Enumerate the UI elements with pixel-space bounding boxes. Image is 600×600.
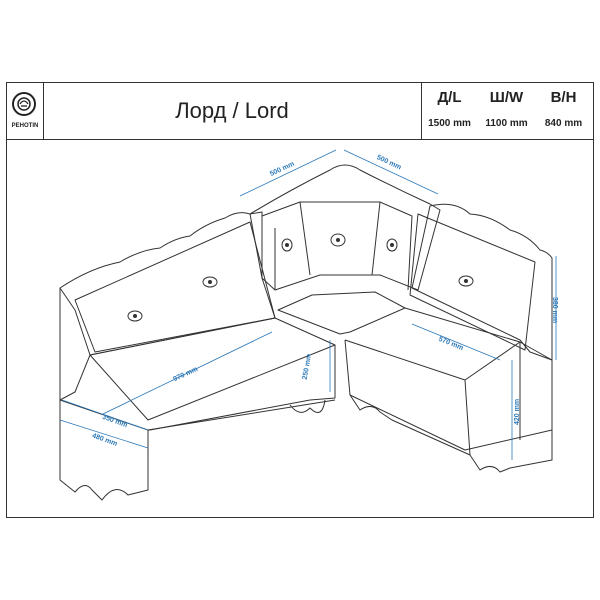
dimension-length: Д/L 1500 mm [421,83,478,139]
left-backrest-inner [74,221,276,353]
dim-seat-long: 970 mm [172,366,199,383]
corner-panels [261,201,413,291]
dim-back-height: 380 mm [551,297,558,323]
left-seat-lid [89,344,336,421]
dimension-height: В/H 840 mm [535,83,592,139]
dim-seat-short: 570 mm [437,336,464,352]
right-seat-lid [344,339,521,381]
left-seat-box [59,288,336,501]
dimension-width-value: 1100 mm [485,118,528,129]
right-backrest [411,203,553,361]
dim-top-right-width: 500 mm [376,154,403,171]
dimension-length-label: Д/L [437,89,462,106]
title-block: PEHOTIN Лорд / Lord Д/L 1500 mm Ш/W 1100… [7,83,593,140]
dimension-width: Ш/W 1100 mm [478,83,535,139]
right-seat-box [344,307,553,473]
logo-cell: PEHOTIN [7,83,44,139]
dimension-height-value: 840 mm [544,118,583,129]
brand-logo-text: PEHOTIN [11,123,39,129]
left-seat-front [59,399,336,431]
drawing-sheet: PEHOTIN Лорд / Lord Д/L 1500 mm Ш/W 1100… [6,82,594,518]
dimension-width-label: Ш/W [489,89,524,106]
left-backrest [59,211,276,356]
product-title: Лорд / Lord [175,98,289,123]
corner-backrest [249,164,441,291]
dim-box-height: 250 mm [302,353,313,380]
brand-logo-icon [12,92,36,116]
left-leg-curve [289,399,326,413]
right-side-panel [464,342,521,456]
dim-seat-depth: 350 mm [101,414,128,429]
right-backrest-inner [409,213,536,351]
dimension-height-label: В/H [550,89,577,106]
right-seat-front [349,394,553,451]
dim-side-depth: 480 mm [91,432,118,447]
title-cell: Лорд / Lord [43,83,422,139]
dimension-length-value: 1500 mm [428,118,471,129]
dim-seat-height: 420 mm [514,399,521,425]
